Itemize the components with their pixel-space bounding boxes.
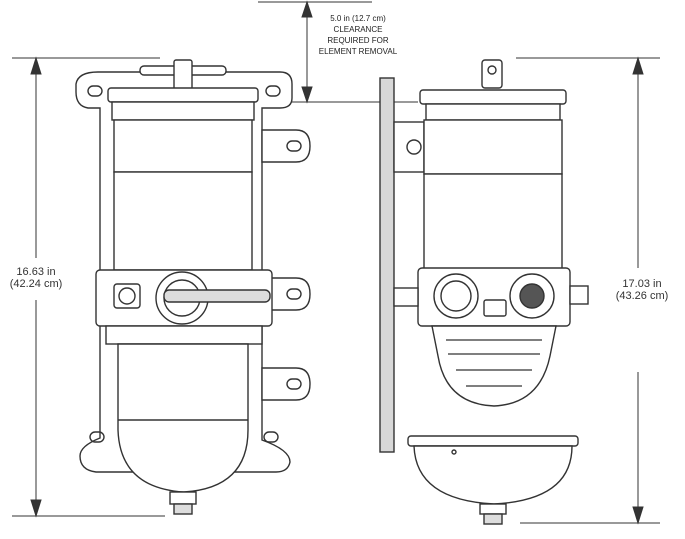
- side-gauge-face: [519, 283, 545, 309]
- front-port-left: [113, 283, 141, 309]
- side-lid: [419, 89, 567, 105]
- side-bowl-screw: [451, 449, 457, 455]
- front-view: [75, 59, 311, 515]
- side-bowl: [413, 445, 573, 505]
- side-upper-body: [423, 119, 563, 175]
- front-lid-ring: [111, 101, 255, 121]
- front-element-housing: [113, 171, 253, 271]
- clearance-note-line1: 5.0 in (12.7 cm): [330, 14, 386, 23]
- side-plate-boss-upper: [393, 121, 425, 173]
- front-ear-middle: [261, 277, 311, 311]
- front-bracket-hole-br: [263, 431, 279, 443]
- clearance-note-line3: REQUIRED FOR: [327, 36, 389, 45]
- front-drain-valve: [173, 503, 193, 515]
- front-bracket-hole-bl: [89, 431, 105, 443]
- side-dimension: [516, 56, 660, 525]
- front-valve-lever: [163, 289, 271, 303]
- clearance-arrow-top: [301, 0, 313, 18]
- side-height-label: 17.03 in (43.26 cm): [606, 278, 678, 302]
- side-boss-bolt: [406, 139, 422, 155]
- side-port-left-inner: [440, 280, 472, 312]
- front-ear-upper: [261, 129, 311, 163]
- clearance-note: 5.0 in (12.7 cm) CLEARANCE REQUIRED FOR …: [312, 13, 404, 57]
- front-port-left-fitting: [118, 287, 136, 305]
- front-ear-lower-hole: [286, 378, 302, 390]
- side-inlet-fitting: [393, 287, 419, 307]
- front-bowl: [117, 343, 249, 493]
- side-lid-ring: [425, 103, 561, 121]
- front-upper-body: [113, 119, 253, 173]
- clearance-note-line4: ELEMENT REMOVAL: [318, 47, 398, 56]
- side-element-housing: [423, 173, 563, 271]
- front-lid: [107, 87, 259, 103]
- side-outlet-fitting: [569, 285, 589, 305]
- clearance-arrow-bottom: [301, 86, 313, 104]
- front-ear-middle-hole: [286, 288, 302, 300]
- front-height-imperial: 16.63 in: [16, 266, 56, 278]
- front-dim-arrow-top: [30, 56, 42, 75]
- front-base-flange: [105, 325, 263, 345]
- side-drain: [479, 503, 507, 515]
- side-top-tab-hole: [487, 65, 497, 75]
- side-drain-valve: [483, 513, 503, 525]
- front-dimension: [12, 56, 165, 518]
- front-bracket-hole-tl: [87, 85, 103, 97]
- side-mounting-plate: [379, 77, 395, 453]
- side-height-imperial: 17.03 in: [622, 278, 662, 290]
- side-center-nut: [483, 299, 507, 317]
- clearance-note-line2: CLEARANCE: [333, 25, 383, 34]
- side-dim-arrow-top: [632, 56, 644, 75]
- front-height-metric: (42.24 cm): [9, 278, 63, 290]
- front-dim-arrow-bottom: [30, 499, 42, 518]
- side-turbine-vanes: [446, 339, 542, 387]
- side-dim-arrow-bottom: [632, 506, 644, 525]
- side-height-metric: (43.26 cm): [615, 290, 669, 302]
- front-bracket-hole-tr: [265, 85, 281, 97]
- side-turbine-housing: [431, 325, 557, 407]
- front-ear-lower: [261, 367, 311, 401]
- front-ear-upper-hole: [286, 140, 302, 152]
- clearance-dimension: [258, 0, 418, 104]
- front-t-handle-stem: [173, 59, 193, 91]
- side-bowl-rim: [407, 435, 579, 447]
- front-height-label: 16.63 in (42.24 cm): [0, 266, 72, 290]
- front-drain: [169, 491, 197, 505]
- side-view: [379, 59, 589, 525]
